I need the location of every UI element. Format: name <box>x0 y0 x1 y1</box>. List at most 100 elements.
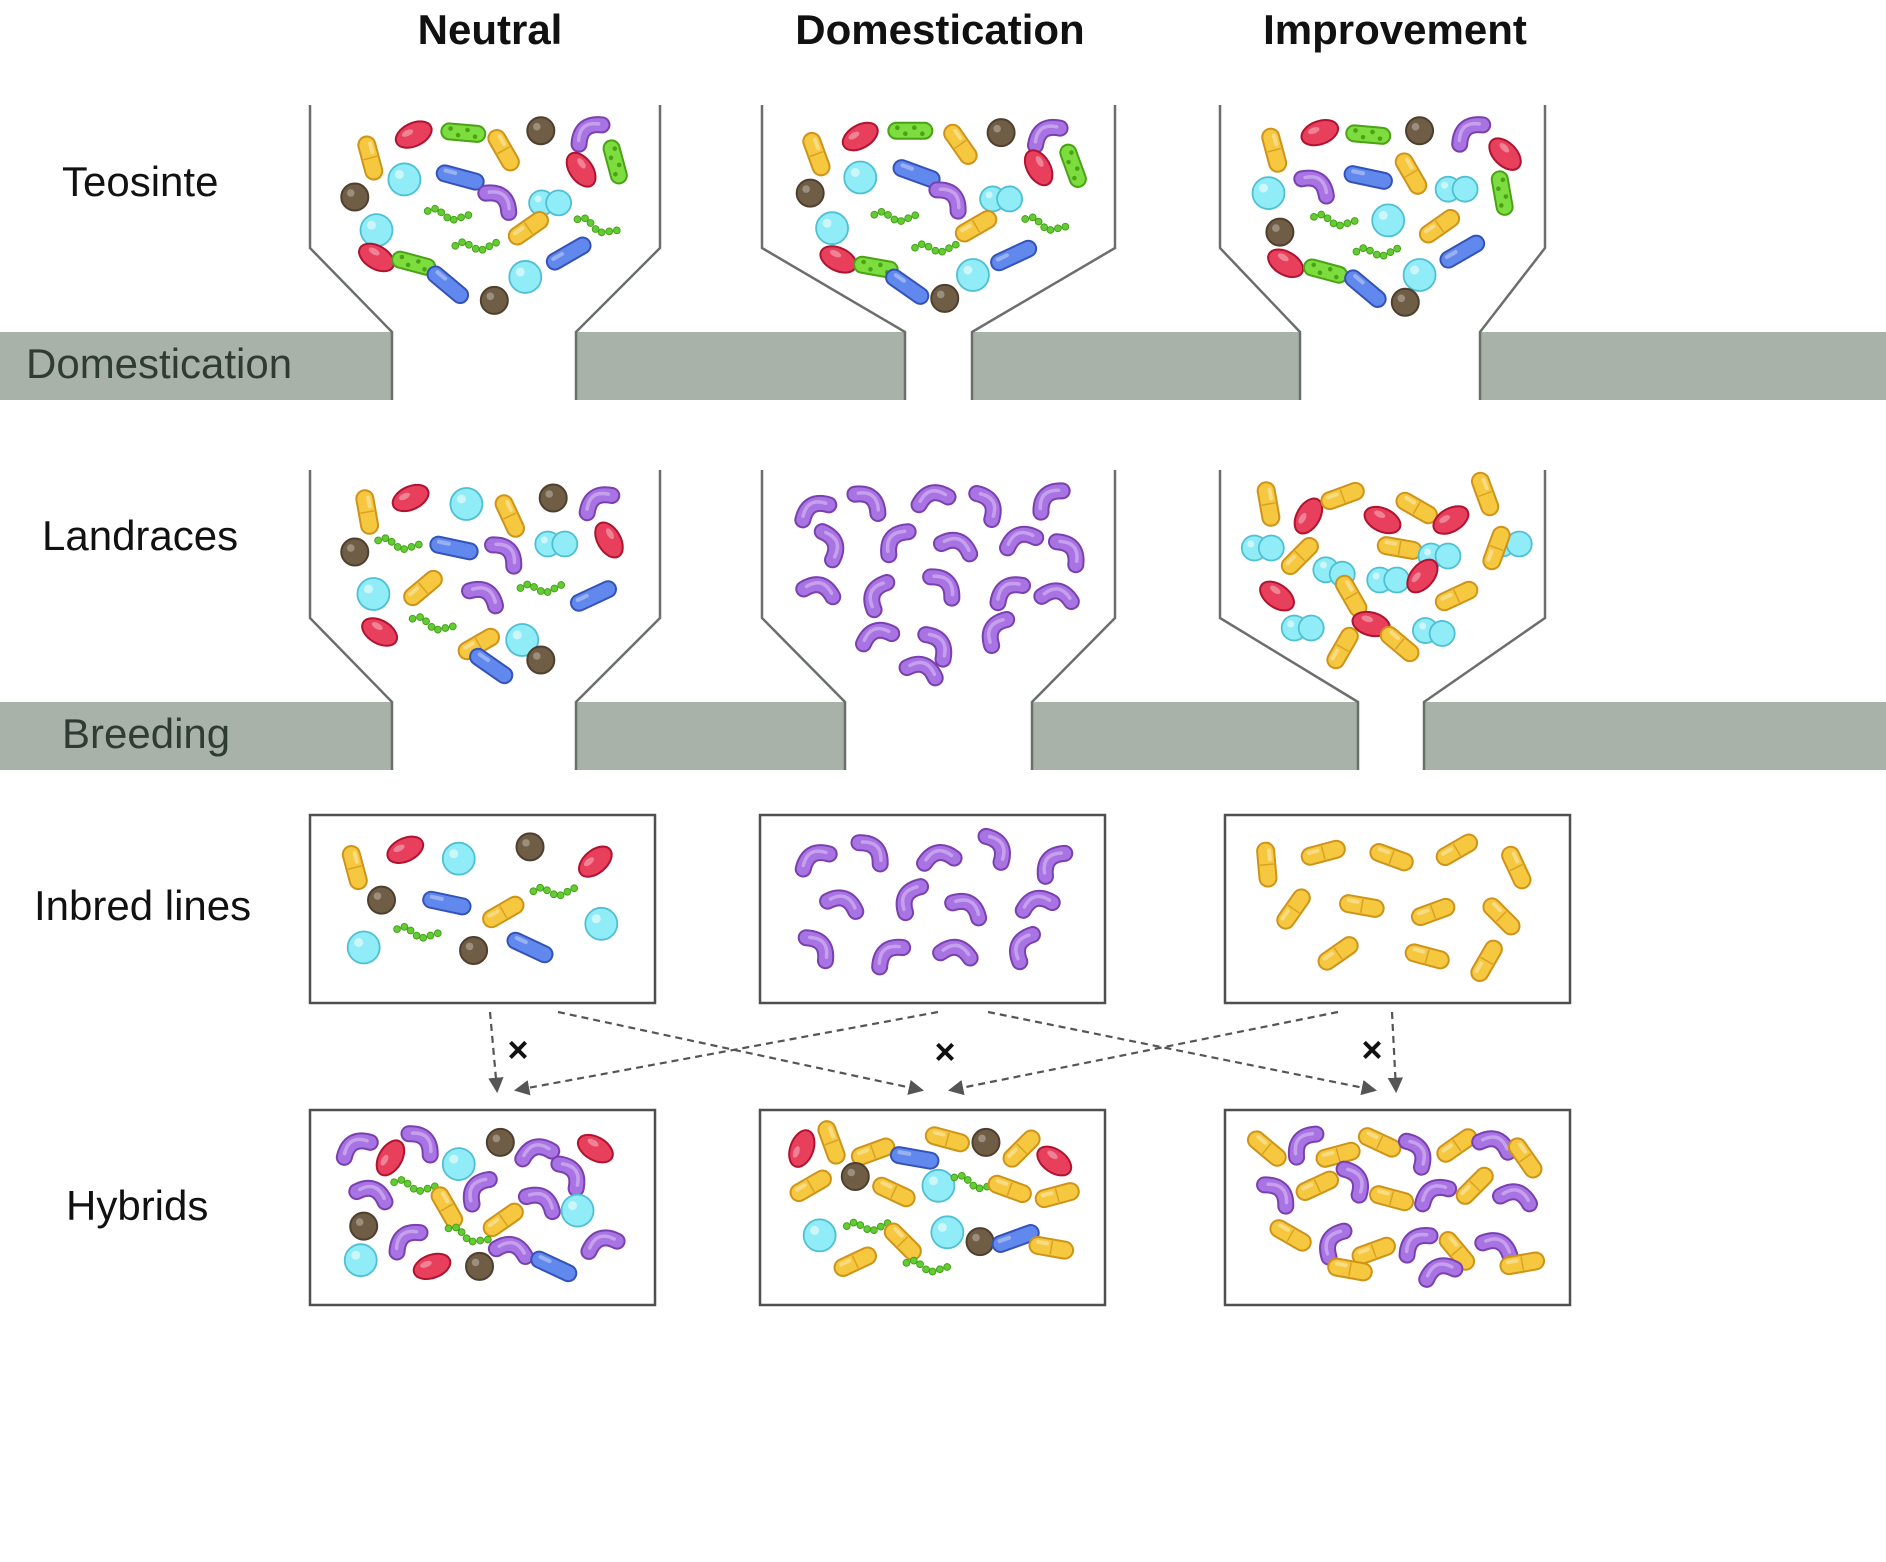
panel-hybrids-neutral <box>308 1108 657 1307</box>
microbe-red-oval-bacterium <box>1036 1145 1073 1177</box>
microbe-blue-rod-bacterium <box>569 580 618 612</box>
microbe-purple-curved-bacterium <box>855 621 901 653</box>
microbe-yellow-rod-bacterium <box>1499 1251 1546 1276</box>
panel-teosinte-domestication <box>760 105 1117 400</box>
microbe-yellow-rod-bacterium <box>802 131 831 177</box>
microbe-red-oval-bacterium <box>1023 149 1054 187</box>
microbe-cyan-diplococcus <box>528 189 572 217</box>
microbe-red-oval-bacterium <box>1300 119 1340 147</box>
microbe-yellow-rod-bacterium <box>1351 1236 1396 1266</box>
microbe-green-chain-bacterium <box>444 1223 492 1246</box>
microbe-yellow-rod-bacterium <box>1246 1130 1287 1167</box>
microbe-purple-curved-bacterium <box>1335 1160 1370 1204</box>
microbe-purple-curved-bacterium <box>871 938 912 976</box>
microbe-yellow-rod-bacterium <box>1357 1127 1402 1158</box>
microbe-red-oval-bacterium <box>391 483 430 513</box>
microbe-yellow-rod-bacterium <box>1300 839 1346 866</box>
panel-teosinte-neutral <box>308 105 662 400</box>
microbe-green-chain-bacterium <box>390 1176 439 1195</box>
microbe-purple-curved-bacterium <box>846 485 887 522</box>
breeding-arrow <box>488 1011 504 1094</box>
microbe-purple-curved-bacterium <box>514 1138 561 1168</box>
microbe-cyan-coccus <box>584 906 619 941</box>
microbe-red-oval-bacterium <box>375 1139 406 1177</box>
microbe-cyan-diplococcus <box>1366 566 1411 594</box>
microbe-cyan-coccus <box>802 1218 837 1253</box>
microbe-purple-curved-bacterium <box>1033 582 1080 611</box>
microbe-yellow-rod-bacterium <box>357 135 384 181</box>
microbe-purple-curved-bacterium <box>932 531 979 563</box>
microbe-blue-rod-bacterium <box>545 236 592 271</box>
microbe-cyan-diplococcus <box>1240 534 1285 562</box>
microbe-brown-coccus <box>1265 217 1295 247</box>
microbe-purple-curved-bacterium <box>1319 1222 1353 1266</box>
microbe-purple-curved-bacterium <box>335 1132 379 1166</box>
microbe-yellow-rod-bacterium <box>1438 1231 1476 1271</box>
microbe-yellow-rod-bacterium <box>833 1246 878 1277</box>
microbe-cyan-coccus <box>356 577 391 611</box>
microbe-yellow-rod-bacterium <box>1410 897 1456 927</box>
microbe-yellow-rod-bacterium <box>1435 833 1479 867</box>
microbe-yellow-rod-bacterium <box>482 1202 524 1238</box>
breeding-arrow <box>947 1010 1339 1096</box>
microbe-red-oval-bacterium <box>565 151 597 188</box>
microbe-brown-coccus <box>465 1251 495 1281</box>
microbe-purple-curved-bacterium <box>1256 1176 1295 1215</box>
microbe-cyan-coccus <box>343 1243 378 1278</box>
cross-symbol-2: × <box>934 1031 956 1072</box>
microbe-brown-coccus <box>986 118 1016 148</box>
microbe-red-oval-bacterium <box>358 242 395 273</box>
microbe-yellow-rod-bacterium <box>1482 525 1511 571</box>
microbe-green-chain-bacterium <box>902 1256 952 1276</box>
microbe-cyan-diplococcus <box>1412 617 1456 647</box>
microbe-yellow-rod-bacterium <box>482 895 525 929</box>
panel-landraces-neutral <box>308 470 662 770</box>
microbe-red-oval-bacterium <box>576 1133 614 1164</box>
microbe-cyan-coccus <box>956 258 990 292</box>
microbe-red-oval-bacterium <box>1406 558 1439 594</box>
microbe-yellow-rod-bacterium <box>1394 152 1428 195</box>
microbe-purple-curved-bacterium <box>898 655 944 687</box>
microbe-blue-rod-bacterium <box>426 265 470 305</box>
microbe-purple-curved-bacterium <box>1471 1130 1517 1161</box>
microbe-yellow-rod-bacterium <box>1339 894 1385 918</box>
microbe-yellow-rod-bacterium <box>1470 471 1500 517</box>
microbe-brown-coccus <box>1405 116 1435 146</box>
microbe-cyan-coccus <box>441 1147 476 1181</box>
microbe-blue-rod-bacterium <box>530 1250 578 1283</box>
cross-symbol-3: × <box>1361 1029 1383 1070</box>
microbe-red-oval-bacterium <box>819 245 858 274</box>
microbe-purple-curved-bacterium <box>795 576 842 606</box>
microbe-purple-curved-bacterium <box>895 878 930 922</box>
microbe-yellow-rod-bacterium <box>487 129 520 172</box>
microbe-blue-rod-bacterium <box>990 239 1038 272</box>
microbe-blue-rod-bacterium <box>1343 165 1393 190</box>
microbe-purple-curved-bacterium <box>487 1235 534 1266</box>
microbe-purple-curved-bacterium <box>998 525 1045 557</box>
microbe-red-oval-bacterium <box>1432 505 1470 535</box>
microbe-green-chain-bacterium <box>911 240 960 256</box>
microbe-yellow-rod-bacterium <box>924 1126 970 1153</box>
microbe-cyan-coccus <box>1371 203 1406 238</box>
microbe-purple-curved-bacterium <box>797 929 835 970</box>
microbe-yellow-rod-bacterium <box>403 569 443 607</box>
panel-landraces-domestication <box>760 470 1117 770</box>
row-label-landraces: Landraces <box>42 512 239 559</box>
microbe-green-chain-bacterium <box>423 204 473 224</box>
microbe-green-chain-bacterium <box>393 923 442 942</box>
microbe-purple-curved-bacterium <box>1492 1183 1538 1213</box>
row-label-hybrids: Hybrids <box>66 1182 209 1229</box>
microbe-purple-curved-bacterium <box>1047 533 1085 574</box>
microbe-purple-curved-bacterium <box>1014 889 1061 919</box>
microbe-yellow-rod-bacterium <box>1436 1128 1478 1163</box>
microbe-green-chain-bacterium <box>870 207 920 225</box>
microbe-yellow-rod-bacterium <box>872 1176 916 1208</box>
panel-hybrids-improvement <box>1223 1108 1572 1307</box>
microbe-green-chain-bacterium <box>374 534 423 553</box>
microbe-cyan-coccus <box>921 1168 956 1203</box>
microbe-yellow-rod-bacterium <box>1369 843 1414 872</box>
microbe-purple-curved-bacterium <box>944 892 988 927</box>
microbe-purple-curved-bacterium <box>863 574 896 619</box>
